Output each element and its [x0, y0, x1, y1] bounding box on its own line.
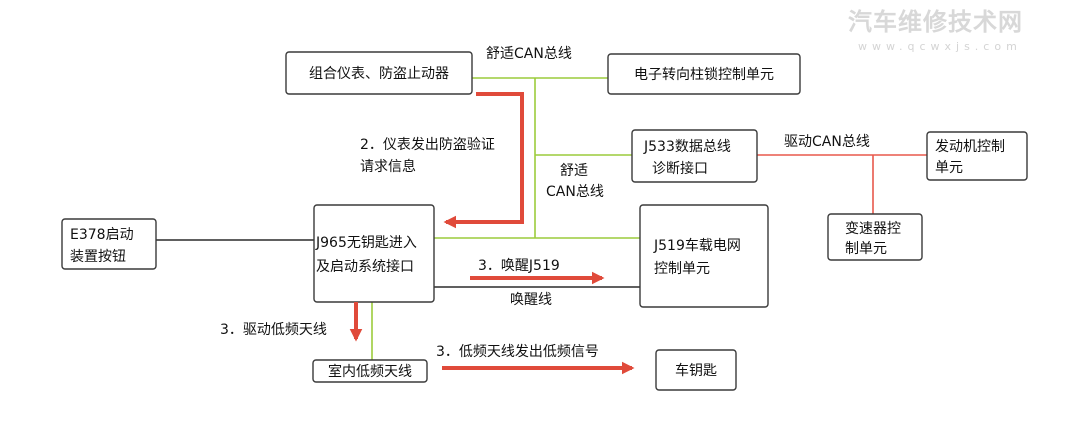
svg-text:诊断接口: 诊断接口: [652, 160, 708, 177]
comfort-can-label-mid-2: CAN总线: [546, 184, 604, 200]
node-engine-control: 发动机控制 单元: [926, 131, 1028, 181]
drive-can-bus: [757, 154, 927, 214]
node-key: 车钥匙: [655, 349, 737, 391]
svg-text:装置按钮: 装置按钮: [70, 249, 126, 265]
svg-text:制单元: 制单元: [845, 241, 887, 257]
step3-drive-antenna-label: 3．驱动低频天线: [220, 322, 327, 338]
node-steering-lock: 电子转向柱锁控制单元: [607, 53, 801, 95]
svg-text:电子转向柱锁控制单元: 电子转向柱锁控制单元: [634, 67, 774, 83]
svg-text:J965无钥匙进入: J965无钥匙进入: [315, 235, 417, 251]
watermark-title: 汽车维修技术网: [848, 8, 1023, 36]
svg-text:及启动系统接口: 及启动系统接口: [316, 258, 414, 275]
node-j533: J533数据总线 诊断接口: [631, 129, 758, 183]
comfort-can-bus: [371, 77, 640, 360]
svg-text:J519车载电网: J519车载电网: [653, 237, 741, 254]
drive-can-label: 驱动CAN总线: [784, 134, 870, 150]
node-j965: J965无钥匙进入 及启动系统接口: [313, 204, 435, 303]
svg-text:室内低频天线: 室内低频天线: [328, 363, 412, 380]
node-e378: E378启动 装置按钮: [61, 218, 157, 270]
svg-text:变速器控: 变速器控: [845, 221, 901, 237]
svg-text:发动机控制: 发动机控制: [935, 139, 1005, 155]
svg-text:J533数据总线: J533数据总线: [643, 139, 731, 155]
svg-text:车钥匙: 车钥匙: [675, 362, 717, 379]
antitheft-request-arrow: [443, 92, 524, 229]
step2-label-2: 请求信息: [360, 158, 416, 175]
svg-text:E378启动: E378启动: [70, 227, 134, 243]
comfort-can-label-mid-1: 舒适: [560, 163, 588, 179]
comfort-can-label-top: 舒适CAN总线: [486, 46, 572, 62]
step3-lf-signal-label: 3．低频天线发出低频信号: [436, 344, 599, 360]
node-cluster: 组合仪表、防盗止动器: [285, 51, 473, 95]
step2-label-1: 2．仪表发出防盗验证: [360, 137, 495, 153]
svg-text:单元: 单元: [935, 160, 963, 176]
node-antenna: 室内低频天线: [312, 359, 428, 383]
node-j519: J519车载电网 控制单元: [639, 204, 769, 308]
step3-wake-label: 3．唤醒J519: [478, 257, 560, 274]
node-transmission-control: 变速器控 制单元: [827, 213, 923, 261]
watermark-url: www.qcwxjs.com: [858, 40, 1022, 53]
svg-text:控制单元: 控制单元: [654, 261, 710, 277]
svg-text:组合仪表、防盗止动器: 组合仪表、防盗止动器: [309, 66, 449, 82]
wake-line-label: 唤醒线: [510, 291, 552, 308]
